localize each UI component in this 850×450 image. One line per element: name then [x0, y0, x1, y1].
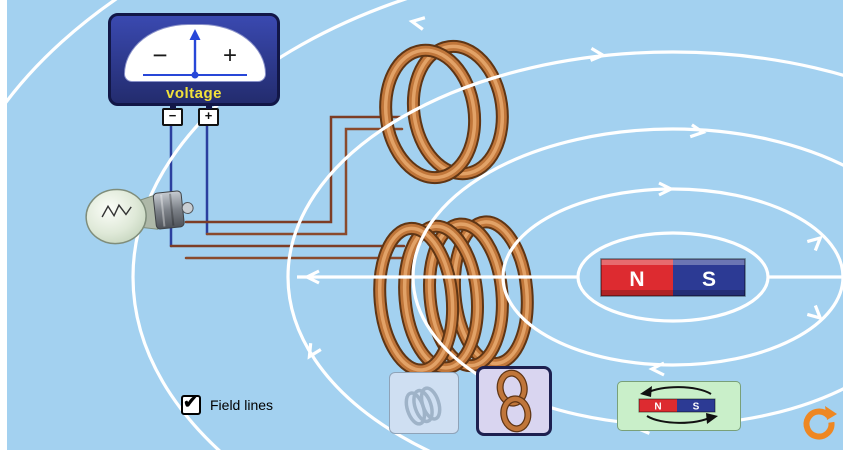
field-lines-checkbox[interactable]: ✔ Field lines	[181, 392, 274, 415]
single-loop-coil-button[interactable]	[389, 372, 459, 434]
reset-button[interactable]	[799, 404, 839, 444]
gauge-minus-label: −	[152, 40, 167, 70]
double-loop-coil-icon	[496, 369, 532, 433]
single-loop-coil-icon	[404, 386, 442, 426]
bulb-socket	[152, 190, 185, 230]
bulb-filament	[101, 203, 132, 218]
magnet-north-label: N	[629, 268, 644, 291]
main-coil	[373, 215, 534, 377]
voltmeter-gauge-art: − +	[143, 29, 247, 79]
checkmark-icon: ✔	[183, 392, 199, 412]
gauge-plus-label: +	[223, 42, 237, 69]
magnet-outline	[600, 258, 746, 297]
flip-arrow-bottom-icon	[646, 414, 712, 424]
reset-arc	[803, 408, 835, 440]
field-line-arrow-icon	[648, 361, 665, 377]
terminal-plus-label: +	[204, 108, 213, 123]
voltmeter-needle-arrow-icon	[189, 29, 201, 40]
magnet-bevel-bottom	[601, 290, 745, 296]
checkbox-box[interactable]: ✔	[181, 392, 201, 415]
circuit-wires	[169, 115, 416, 260]
field-lines-label: Field lines	[210, 397, 274, 413]
field-line-arrow-icon	[806, 235, 823, 252]
mini-magnet-outline	[638, 398, 716, 412]
field-line-arrows	[303, 16, 823, 435]
double-loop-coil-button[interactable]	[476, 366, 552, 436]
mini-magnet-north-label: N	[654, 401, 661, 412]
flip-polarity-icon: N S	[638, 385, 718, 424]
field-line-arrow-icon	[806, 304, 823, 321]
bar-magnet[interactable]: N S	[600, 258, 746, 297]
voltmeter-gauge: − +	[124, 24, 266, 82]
field-line-arrow-icon	[589, 47, 607, 62]
reset-icon	[803, 406, 837, 440]
mini-magnet-south-label: S	[693, 401, 700, 412]
field-line-arrow-icon	[408, 16, 426, 31]
mini-magnet-north	[639, 398, 677, 412]
right-border	[843, 0, 850, 450]
voltmeter-label: voltage	[165, 85, 222, 102]
flip-polarity-button[interactable]: N S	[617, 381, 741, 431]
top-coil	[379, 39, 509, 185]
light-bulb	[85, 188, 194, 245]
voltmeter-terminal-positive: +	[198, 108, 219, 126]
left-border	[0, 0, 7, 450]
voltmeter-terminal-negative: −	[162, 108, 183, 126]
needle-pivot	[191, 71, 199, 79]
socket-ridge	[169, 193, 175, 226]
bulb-tip	[181, 201, 194, 214]
field-line-arrow-icon	[307, 343, 322, 360]
voltmeter: − + voltage	[108, 13, 280, 106]
reset-arrow-head	[825, 406, 837, 420]
mini-magnet-south	[677, 398, 715, 412]
coil-wire	[184, 115, 402, 224]
coil-wire	[205, 127, 404, 236]
magnet-south-half[interactable]	[673, 259, 745, 296]
field-line-arrow-icon	[658, 181, 675, 197]
socket-ridge	[160, 194, 166, 227]
terminal-minus-label: −	[168, 108, 177, 123]
magnet-south-label: S	[702, 268, 716, 291]
magnet-bevel-top	[601, 259, 745, 265]
magnet-north-half[interactable]	[601, 259, 673, 296]
field-line	[286, 50, 850, 450]
flip-arrow-bottom-head	[706, 412, 718, 424]
flip-arrow-top-head	[640, 385, 652, 397]
bulb-glass	[85, 188, 147, 245]
field-line-arrow-icon	[303, 269, 320, 285]
field-line	[131, 0, 408, 450]
field-line-arrow-icon	[689, 123, 707, 139]
flip-arrow-top-icon	[646, 385, 712, 395]
